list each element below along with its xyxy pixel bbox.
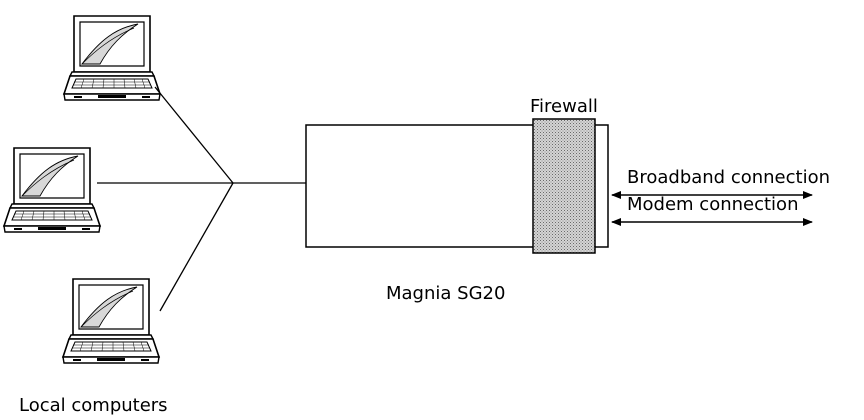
lan-connections	[97, 87, 306, 311]
local-computers-label: Local computers	[19, 395, 168, 416]
device-name-label: Magnia SG20	[386, 283, 505, 304]
laptop-icon-middle	[4, 148, 100, 232]
broadband-connection-label: Broadband connection	[627, 167, 830, 188]
laptop-icon-top	[64, 16, 160, 100]
firewall-block	[533, 119, 595, 253]
laptop-icon-bottom	[63, 279, 159, 363]
line-laptop-bottom	[160, 183, 233, 311]
line-laptop-top	[155, 87, 233, 183]
firewall-label: Firewall	[530, 96, 598, 117]
modem-connection-label: Modem connection	[627, 194, 798, 215]
